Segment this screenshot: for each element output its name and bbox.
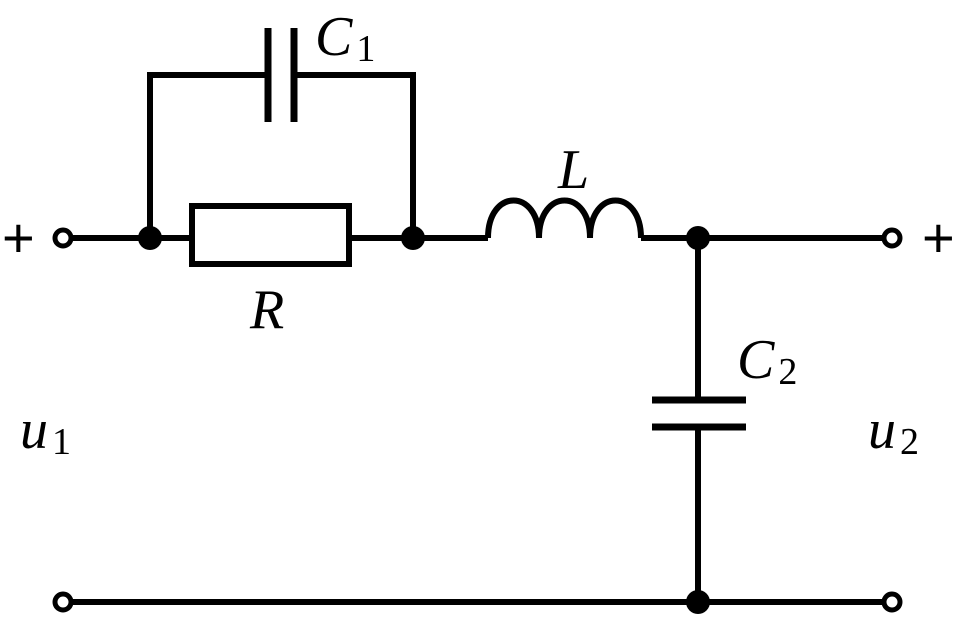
label-u2-symbol: u [868,399,896,461]
label-r: R [249,279,284,341]
c2-branch [652,238,746,602]
label-u2-subscript: 2 [900,421,919,463]
junction-node-d [686,590,710,614]
junction-node-b [401,226,425,250]
input-plus-sign: + [2,206,35,269]
terminal-input-top [52,227,74,249]
label-l: L [557,139,589,201]
output-plus-sign: + [922,206,955,269]
terminal-output-bottom [881,591,903,613]
resistor-r [189,203,352,267]
label-c1-subscript: 1 [356,28,375,70]
label-u1-symbol: u [20,399,48,461]
label-c2-subscript: 2 [778,351,797,393]
wire-c1-left [147,72,268,238]
label-u1-subscript: 1 [52,421,71,463]
inductor-l [485,197,644,239]
terminal-input-bottom [52,591,74,613]
wire-c1-right [294,72,416,238]
c1-branch [147,28,416,238]
terminals [52,227,903,613]
junction-node-c [686,226,710,250]
label-c2-symbol: C [737,329,775,391]
label-c1-symbol: C [315,6,353,68]
junction-node-a [138,226,162,250]
terminal-output-top [881,227,903,249]
junction-nodes [138,226,710,614]
